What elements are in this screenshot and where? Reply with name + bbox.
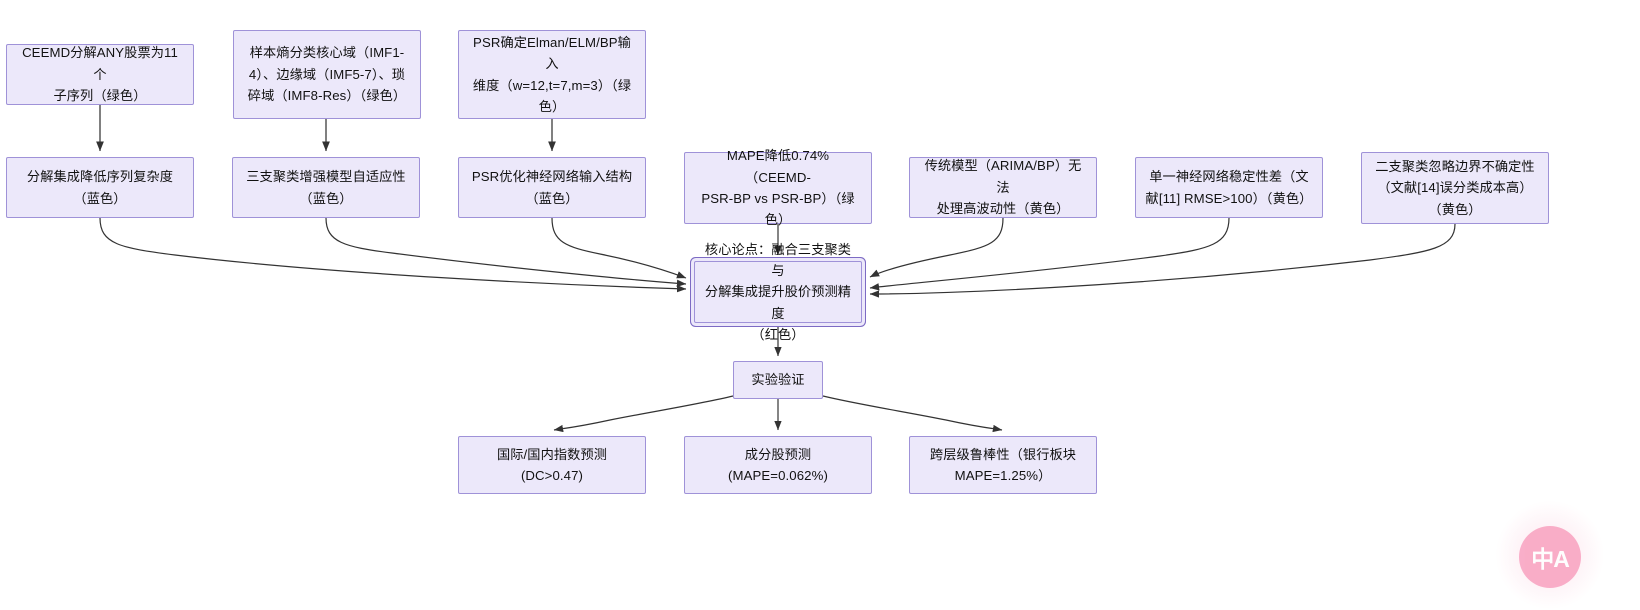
node-three-way-clustering-adaptivity[interactable]: 三支聚类增强模型自适应性 （蓝色） xyxy=(232,157,420,218)
node-psr-optimizes-network-input[interactable]: PSR优化神经网络输入结构 （蓝色） xyxy=(458,157,646,218)
edge-n6-to-core xyxy=(551,217,687,279)
node-label: PSR确定Elman/ELM/BP输入 维度（w=12,t=7,m=3）（绿 色… xyxy=(472,34,632,114)
node-label: 二支聚类忽略边界不确定性 （文献[14]误分类成本高） （黄色） xyxy=(1375,158,1535,217)
node-cross-level-robustness-result[interactable]: 跨层级鲁棒性（银行板块 MAPE=1.25%） xyxy=(909,436,1097,494)
node-label: 实验验证 xyxy=(751,372,805,388)
node-constituent-stock-result[interactable]: 成分股预测 (MAPE=0.062%) xyxy=(684,436,872,494)
edge-n4-to-core xyxy=(99,217,687,293)
edge-n11-to-n12 xyxy=(553,395,734,433)
watermark-label: 中A xyxy=(1531,546,1570,572)
node-label: 分解集成降低序列复杂度 （蓝色） xyxy=(26,169,174,206)
node-label: 传统模型（ARIMA/BP）无法 处理高波动性（黄色） xyxy=(924,158,1082,217)
node-index-prediction-result[interactable]: 国际/国内指数预测 (DC>0.47) xyxy=(458,436,646,494)
node-label: 单一神经网络稳定性差（文 献[11] RMSE>100）（黄色） xyxy=(1145,169,1313,206)
node-decomposition-reduces-complexity[interactable]: 分解集成降低序列复杂度 （蓝色） xyxy=(6,157,194,218)
node-sample-entropy-classification[interactable]: 样本熵分类核心域（IMF1- 4）、边缘域（IMF5-7）、琐 碎域（IMF8-… xyxy=(233,30,421,119)
edge-n8-to-core xyxy=(869,217,1004,278)
node-label: PSR优化神经网络输入结构 （蓝色） xyxy=(471,169,633,206)
node-traditional-model-limitation[interactable]: 传统模型（ARIMA/BP）无法 处理高波动性（黄色） xyxy=(909,157,1097,218)
node-label: 成分股预测 (MAPE=0.062%) xyxy=(728,446,828,483)
node-single-network-instability[interactable]: 单一神经网络稳定性差（文 献[11] RMSE>100）（黄色） xyxy=(1135,157,1323,218)
node-label: 样本熵分类核心域（IMF1- 4）、边缘域（IMF5-7）、琐 碎域（IMF8-… xyxy=(247,45,407,104)
node-label: 三支聚类增强模型自适应性 （蓝色） xyxy=(246,169,406,206)
edge-n9-to-core xyxy=(869,217,1230,291)
node-psr-input-dimension[interactable]: PSR确定Elman/ELM/BP输入 维度（w=12,t=7,m=3）（绿 色… xyxy=(458,30,646,119)
node-label: 核心论点：融合三支聚类与 分解集成提升股价预测精度 （红色） xyxy=(704,241,852,343)
node-label: 国际/国内指数预测 (DC>0.47) xyxy=(496,446,608,483)
node-label: CEEMD分解ANY股票为11个 子序列（绿色） xyxy=(22,45,178,104)
node-core-claim[interactable]: 核心论点：融合三支聚类与 分解集成提升股价预测精度 （红色） xyxy=(694,242,862,342)
node-two-way-clustering-boundary[interactable]: 二支聚类忽略边界不确定性 （文献[14]误分类成本高） （黄色） xyxy=(1361,152,1549,224)
node-label: MAPE降低0.74%（CEEMD- PSR-BP vs PSR-BP）（绿 色… xyxy=(701,148,855,228)
edge-n11-to-n14 xyxy=(822,395,1003,433)
edge-n5-to-core xyxy=(325,217,687,288)
node-experimental-validation[interactable]: 实验验证 xyxy=(733,361,823,399)
node-mape-reduction[interactable]: MAPE降低0.74%（CEEMD- PSR-BP vs PSR-BP）（绿 色… xyxy=(684,148,872,227)
watermark-badge: 中A xyxy=(1519,526,1581,588)
node-label: 跨层级鲁棒性（银行板块 MAPE=1.25%） xyxy=(929,446,1077,483)
flowchart-canvas: CEEMD分解ANY股票为11个 子序列（绿色） 样本熵分类核心域（IMF1- … xyxy=(6,30,1605,610)
node-ceemd-decomposition[interactable]: CEEMD分解ANY股票为11个 子序列（绿色） xyxy=(6,44,194,105)
edge-n10-to-core xyxy=(869,223,1456,298)
